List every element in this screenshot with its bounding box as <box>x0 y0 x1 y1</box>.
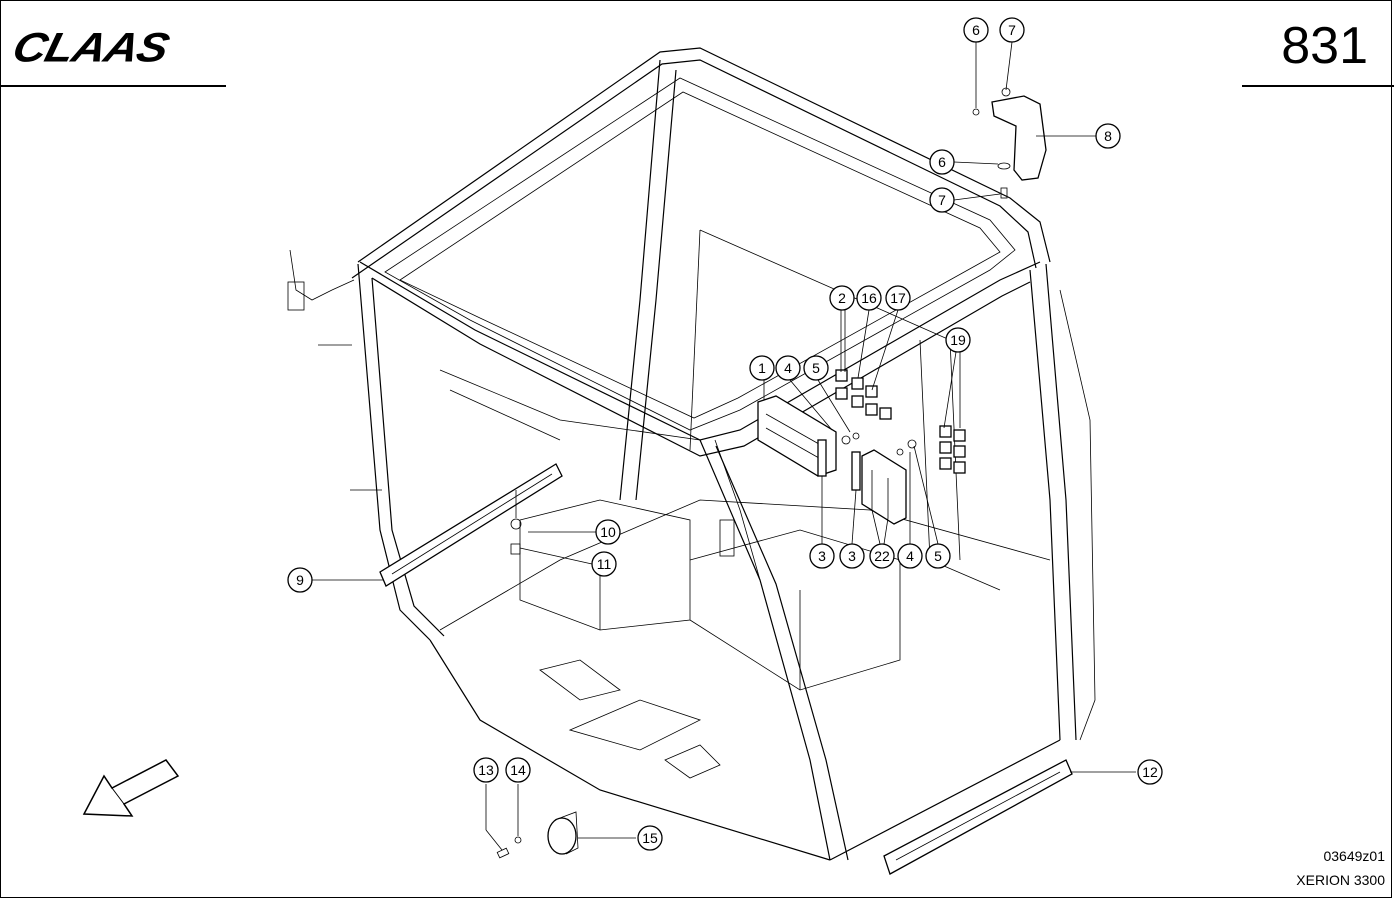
part-9-trim-bar <box>379 463 563 587</box>
callout-5a: 5 <box>803 355 829 381</box>
svg-text:7: 7 <box>1008 22 1016 38</box>
callout-6a: 6 <box>963 17 989 43</box>
drawing-code: 03649z01 <box>1323 848 1385 864</box>
svg-text:14: 14 <box>510 762 526 778</box>
mounting-plates <box>757 395 917 525</box>
model-name: XERION 3300 <box>1296 872 1385 888</box>
callout-7a: 7 <box>999 17 1025 43</box>
callout-12: 12 <box>1137 759 1163 785</box>
callout-13: 13 <box>473 757 499 783</box>
callout-5b: 5 <box>925 543 951 569</box>
svg-text:2: 2 <box>838 290 846 306</box>
callout-7b: 7 <box>929 187 955 213</box>
svg-text:5: 5 <box>812 360 820 376</box>
header-rule-right <box>1242 85 1394 87</box>
header-rule-left <box>0 85 226 87</box>
callout-14: 14 <box>505 757 531 783</box>
svg-text:7: 7 <box>938 192 946 208</box>
svg-text:22: 22 <box>874 548 890 564</box>
callout-3b: 3 <box>839 543 865 569</box>
callout-10: 10 <box>595 519 621 545</box>
svg-text:13: 13 <box>478 762 494 778</box>
callout-16: 16 <box>856 285 882 311</box>
callout-15: 15 <box>637 825 663 851</box>
cab-frame <box>287 47 1096 861</box>
svg-text:4: 4 <box>784 360 792 376</box>
svg-text:16: 16 <box>861 290 877 306</box>
callout-9: 9 <box>287 567 313 593</box>
callout-22: 22 <box>869 543 895 569</box>
part-12-trim-bar <box>883 759 1073 875</box>
arrow-down-left-icon <box>82 759 180 817</box>
svg-text:12: 12 <box>1142 764 1158 780</box>
svg-text:3: 3 <box>818 548 826 564</box>
clip-group-upper <box>835 369 892 420</box>
callout-1: 1 <box>749 355 775 381</box>
callout-2: 2 <box>829 285 855 311</box>
callout-3a: 3 <box>809 543 835 569</box>
svg-text:19: 19 <box>950 332 966 348</box>
svg-text:4: 4 <box>906 548 914 564</box>
callout-4b: 4 <box>897 543 923 569</box>
svg-text:6: 6 <box>972 22 980 38</box>
callout-6b: 6 <box>929 149 955 175</box>
part-15-cap <box>496 811 579 859</box>
svg-text:11: 11 <box>597 556 612 572</box>
svg-text:9: 9 <box>296 572 304 588</box>
svg-text:8: 8 <box>1104 128 1112 144</box>
svg-text:6: 6 <box>938 154 946 170</box>
svg-text:5: 5 <box>934 548 942 564</box>
callout-8: 8 <box>1095 123 1121 149</box>
callout-11: 11 <box>591 551 617 577</box>
svg-text:15: 15 <box>642 830 658 846</box>
svg-text:17: 17 <box>890 290 906 306</box>
clip-group-19 <box>939 425 966 474</box>
page-number: 831 <box>1281 17 1368 75</box>
svg-text:3: 3 <box>848 548 856 564</box>
leader-lines <box>312 41 1136 851</box>
callout-19: 19 <box>945 327 971 353</box>
part-8-bracket <box>972 87 1047 199</box>
svg-text:1: 1 <box>758 360 766 376</box>
svg-text:10: 10 <box>600 524 616 540</box>
callout-17: 17 <box>885 285 911 311</box>
callout-4a: 4 <box>775 355 801 381</box>
